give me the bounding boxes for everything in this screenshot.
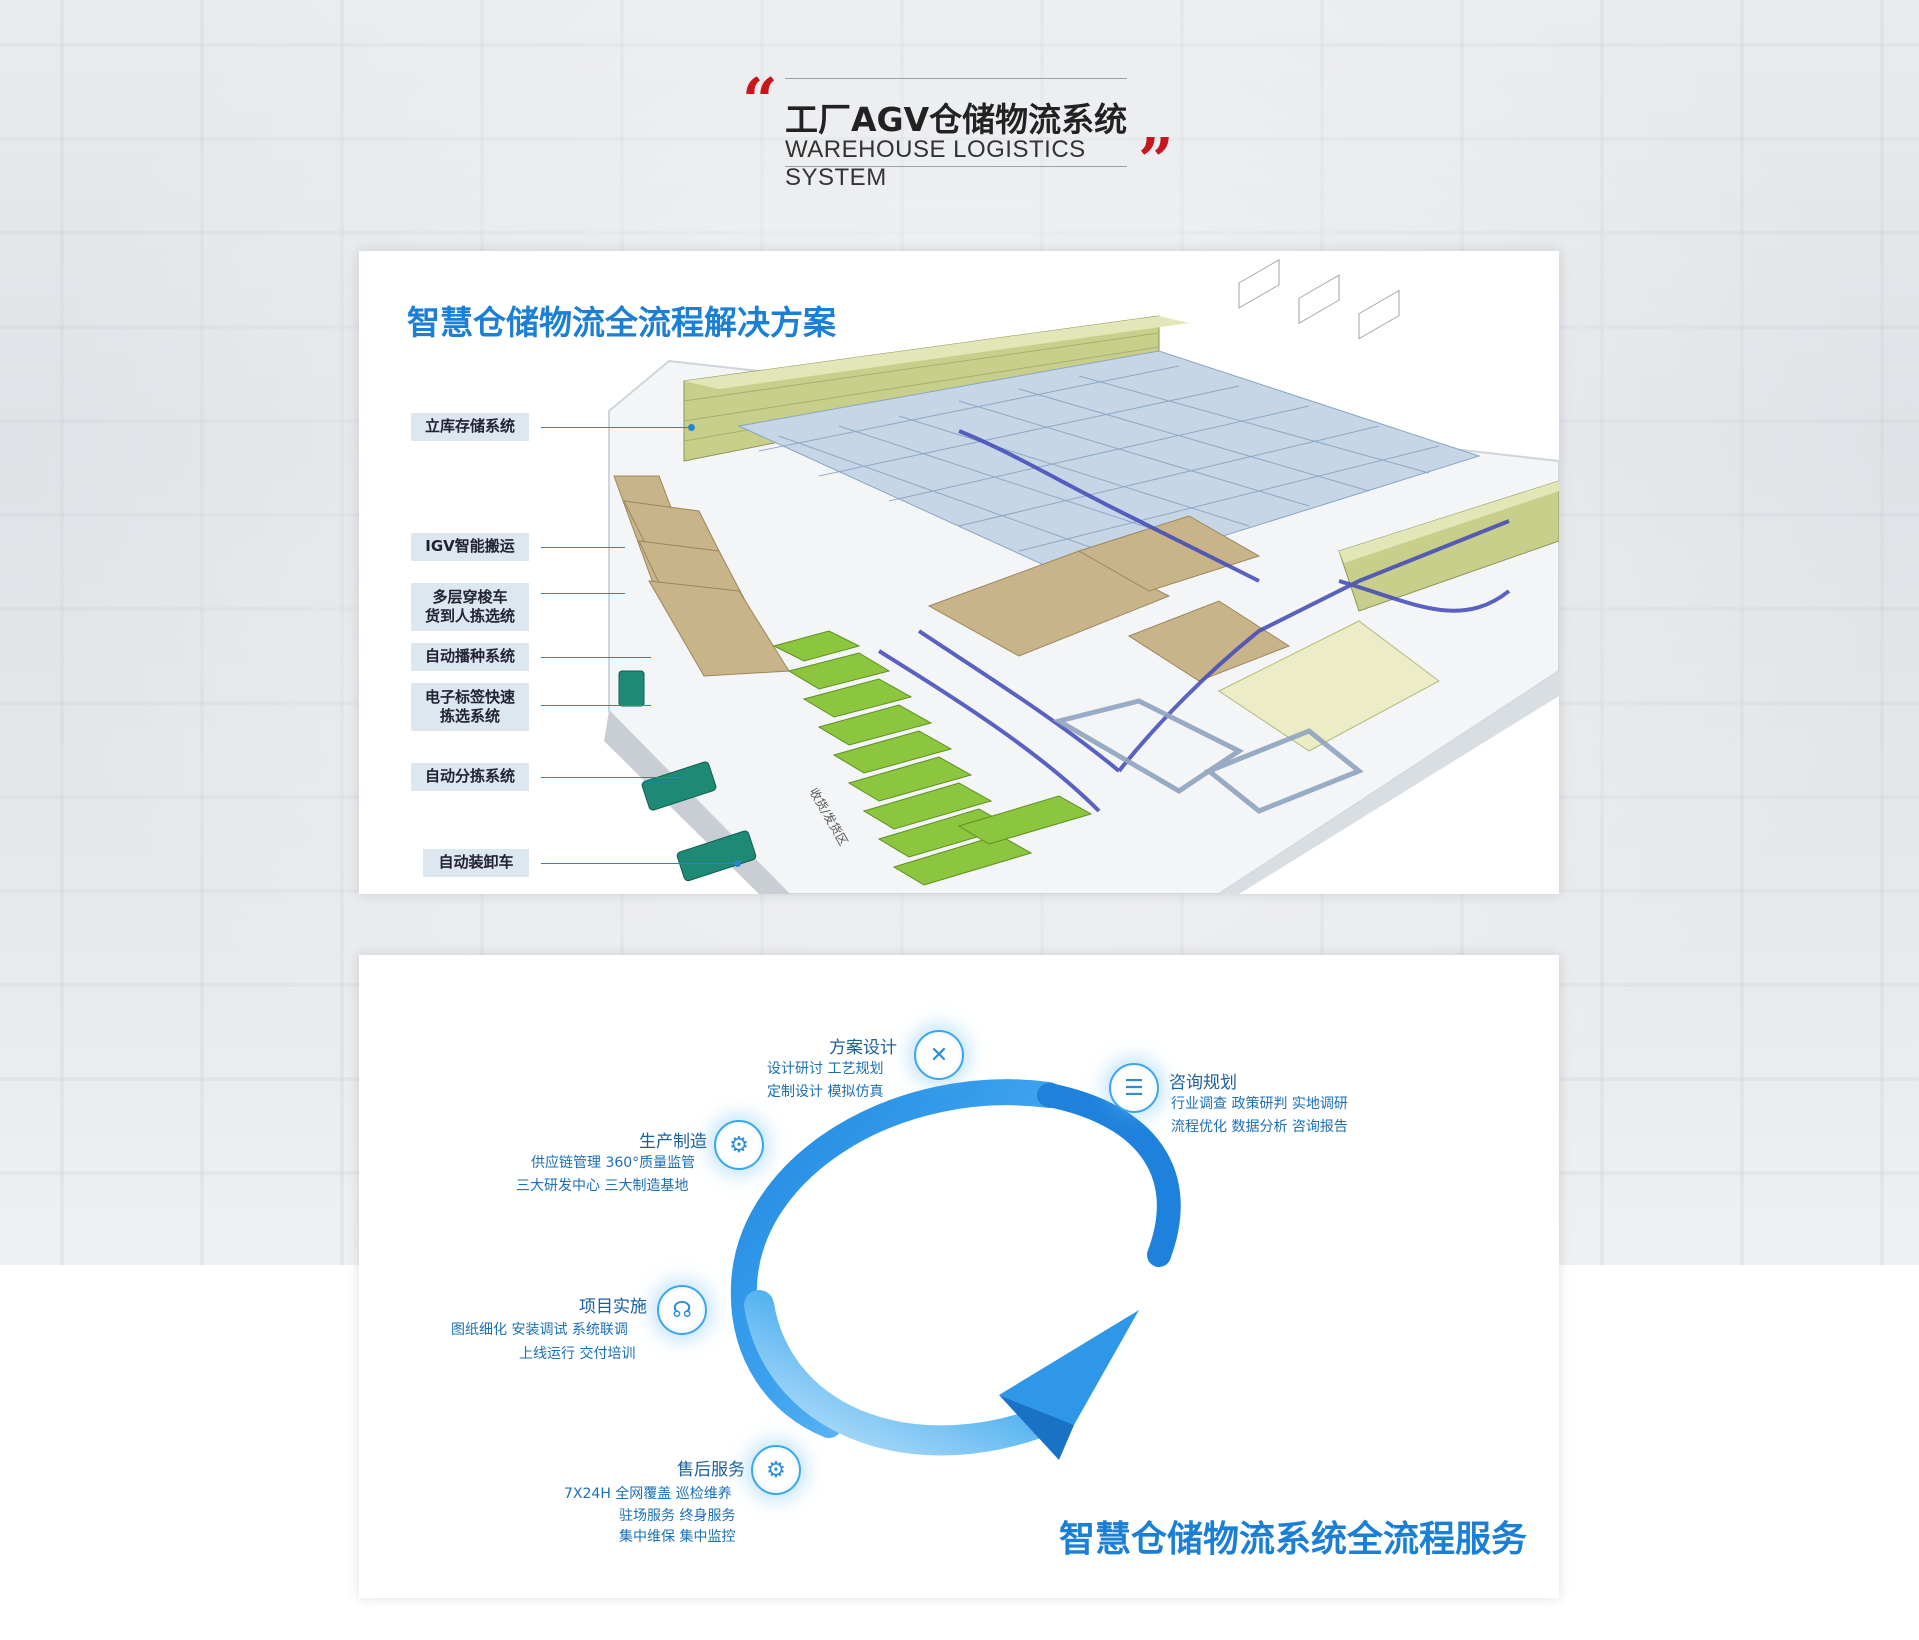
node-aftersale-line: 集中维保 集中监控 <box>619 1529 736 1545</box>
label-leader-line <box>541 547 625 548</box>
open-quote-mark: “ <box>742 64 778 137</box>
node-implement-line: 上线运行 交付培训 <box>519 1346 636 1362</box>
label-leader-line <box>541 705 651 706</box>
header-rule-bottom <box>785 166 1127 167</box>
label-leader-line <box>541 593 625 594</box>
node-consult-line: 行业调查 政策研判 实地调研 <box>1171 1096 1348 1112</box>
header-rule-top <box>785 78 1127 79</box>
label-multilayer-shuttle: 多层穿梭车 货到人拣选统 <box>411 583 529 631</box>
warehouse-3d-illustration: 收货/发货区 <box>604 259 1559 894</box>
node-design-line: 设计研讨 工艺规划 <box>767 1061 884 1077</box>
node-aftersale-line: 7X24H 全网覆盖 巡检维养 <box>564 1486 732 1502</box>
node-design-line: 定制设计 模拟仿真 <box>767 1084 884 1100</box>
section-title: 工厂AGV仓储物流系统 <box>785 100 1128 139</box>
panel-title: 智慧仓储物流全流程解决方案 <box>407 303 836 342</box>
label-line-2: 拣选系统 <box>439 707 500 725</box>
label-leader-line <box>541 777 681 778</box>
section-header: “ 工厂AGV仓储物流系统 WAREHOUSE LOGISTICS SYSTEM… <box>0 64 1919 192</box>
node-consult-title: 咨询规划 <box>1169 1073 1237 1093</box>
tools-icon: ✕ <box>914 1030 964 1080</box>
label-leader-dot <box>688 424 695 431</box>
node-consult-line: 流程优化 数据分析 咨询报告 <box>1171 1119 1348 1135</box>
label-leader-dot <box>734 860 741 867</box>
service-panel-title: 智慧仓储物流系统全流程服务 <box>1058 1519 1527 1560</box>
label-leader-line <box>541 427 691 428</box>
label-e-tag-picking: 电子标签快速 拣选系统 <box>411 683 529 731</box>
node-implement-title: 项目实施 <box>579 1297 647 1317</box>
node-manufacture-line: 供应链管理 360°质量监管 <box>531 1155 696 1171</box>
section-subtitle: WAREHOUSE LOGISTICS SYSTEM <box>785 136 1086 191</box>
headset-icon: ☊ <box>657 1285 707 1335</box>
node-aftersale-title: 售后服务 <box>677 1460 745 1480</box>
label-leader-line <box>541 863 737 864</box>
label-igv-transport: IGV智能搬运 <box>411 533 529 561</box>
solution-panel: 收货/发货区 智慧仓储物流全流程解决方案 立库存储系统 IGV智能搬运 多层穿梭… <box>359 251 1559 894</box>
label-leader-line <box>541 657 651 658</box>
label-line-1: 电子标签快速 <box>424 687 515 706</box>
node-implement-line: 图纸细化 安装调试 系统联调 <box>451 1322 628 1338</box>
label-auto-sorting: 自动分拣系统 <box>411 763 529 791</box>
node-manufacture-line: 三大研发中心 三大制造基地 <box>516 1178 689 1194</box>
label-asrs-storage: 立库存储系统 <box>411 413 529 441</box>
document-icon: ☰ <box>1109 1063 1159 1113</box>
cycle-arrow-graphic <box>730 1079 1181 1460</box>
node-design-title: 方案设计 <box>829 1038 897 1058</box>
label-auto-seeding: 自动播种系统 <box>411 643 529 671</box>
service-panel: 方案设计 设计研讨 工艺规划 定制设计 模拟仿真 ✕ ☰ 咨询规划 行业调查 政… <box>359 955 1559 1598</box>
label-auto-loading: 自动装卸车 <box>423 849 529 877</box>
node-aftersale-line: 驻场服务 终身服务 <box>619 1508 736 1524</box>
label-line-2: 货到人拣选统 <box>424 607 515 625</box>
close-quote-mark: ” <box>1138 124 1174 197</box>
robot-arm-icon: ⚙ <box>714 1120 764 1170</box>
node-manufacture-title: 生产制造 <box>639 1132 707 1152</box>
gear-icon: ⚙ <box>751 1445 801 1495</box>
label-line-1: 多层穿梭车 <box>432 587 508 606</box>
